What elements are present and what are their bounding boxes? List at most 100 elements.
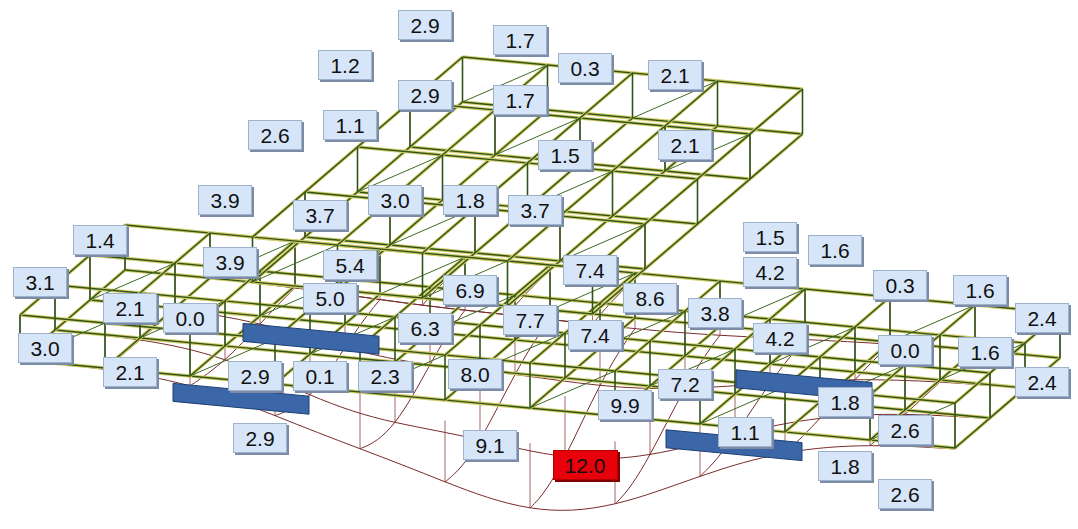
displacement-value: 2.1 xyxy=(115,298,144,319)
value-box: 0.3 xyxy=(873,270,927,300)
displacement-value: 1.1 xyxy=(730,422,759,443)
beam-line xyxy=(717,81,719,126)
value-box: 1.8 xyxy=(818,387,872,417)
value-box: 1.8 xyxy=(818,451,872,481)
beam-line xyxy=(174,263,176,308)
value-box: 2.1 xyxy=(648,60,702,90)
value-box: 2.3 xyxy=(358,361,412,391)
beam-line xyxy=(697,179,699,224)
deformed-line xyxy=(645,224,646,269)
value-box: 1.7 xyxy=(493,25,547,55)
beam-line xyxy=(802,89,804,134)
beam-line xyxy=(20,315,955,403)
value-box: 1.4 xyxy=(73,225,127,255)
frame-beams xyxy=(20,57,1060,448)
displacement-value: 0.1 xyxy=(305,366,334,387)
beam-line xyxy=(593,89,803,269)
value-box: 8.0 xyxy=(448,359,502,389)
displacement-value: 3.7 xyxy=(305,205,334,226)
displacement-value: 1.8 xyxy=(830,392,859,413)
value-box: 8.6 xyxy=(623,283,677,313)
displacement-value: 2.9 xyxy=(410,15,439,36)
value-box: 7.7 xyxy=(503,305,557,335)
value-box: 0.1 xyxy=(293,361,347,391)
value-box: 3.0 xyxy=(18,333,72,363)
deformed-line xyxy=(802,89,803,134)
value-box: 3.9 xyxy=(198,185,252,215)
displacement-value: 7.4 xyxy=(580,325,609,346)
displacement-value: 2.9 xyxy=(410,85,439,106)
value-box: 1.6 xyxy=(808,235,862,265)
displacement-value: 0.3 xyxy=(570,58,599,79)
value-box: 2.6 xyxy=(878,415,932,445)
deformed-line xyxy=(547,65,548,110)
displacement-value: 3.9 xyxy=(215,252,244,273)
displacement-value: 2.9 xyxy=(240,366,269,387)
beam-line xyxy=(749,134,751,179)
value-box: 4.2 xyxy=(753,323,807,353)
beam-line xyxy=(494,110,496,155)
beam-line xyxy=(224,301,226,346)
beam-line xyxy=(422,253,424,298)
supports xyxy=(173,323,872,460)
displacement-value: 1.4 xyxy=(85,230,114,251)
value-box: 2.9 xyxy=(398,10,452,40)
value-box: 4.2 xyxy=(743,257,797,287)
displacement-value: 1.2 xyxy=(330,55,359,76)
deformed-line xyxy=(565,396,566,457)
deformed-line xyxy=(360,392,361,448)
displacement-value: 3.9 xyxy=(210,190,239,211)
beam-line xyxy=(684,311,686,356)
value-box: 6.9 xyxy=(443,275,497,305)
displacement-value: 9.1 xyxy=(475,435,504,456)
deformed-line xyxy=(632,73,633,118)
displacement-value: 0.3 xyxy=(885,275,914,296)
beam-line xyxy=(508,126,718,306)
displacement-value: 2.4 xyxy=(1027,372,1056,393)
displacement-value: 12.0 xyxy=(565,455,606,476)
value-box: 5.4 xyxy=(323,250,377,280)
displacement-value: 1.7 xyxy=(505,30,534,51)
displacement-value: 4.2 xyxy=(755,262,784,283)
displacement-value: 7.2 xyxy=(670,374,699,395)
displacement-value: 2.6 xyxy=(890,484,919,505)
displacement-value: 2.1 xyxy=(115,362,144,383)
value-box: 1.6 xyxy=(958,337,1012,367)
displacement-value: 2.1 xyxy=(660,65,689,86)
displacement-value: 1.7 xyxy=(505,90,534,111)
beam-line xyxy=(423,73,633,253)
deformed-line xyxy=(697,179,698,224)
value-box: 2.9 xyxy=(233,423,287,453)
deformed-line xyxy=(253,102,463,283)
beam-line xyxy=(507,261,509,306)
displacement-value: 1.5 xyxy=(550,145,579,166)
beam-line xyxy=(529,363,531,408)
displacement-value: 1.8 xyxy=(455,190,484,211)
displacement-value: 2.6 xyxy=(260,125,289,146)
beam-line xyxy=(89,255,91,300)
beam-line xyxy=(423,73,633,253)
displacement-value: 6.9 xyxy=(455,280,484,301)
deformed-line xyxy=(495,110,496,155)
displacement-value: 5.4 xyxy=(335,255,364,276)
value-box: 0.0 xyxy=(163,303,217,333)
displacement-value: 9.9 xyxy=(610,395,639,416)
displacement-value: 2.6 xyxy=(890,420,919,441)
beam-line xyxy=(55,330,990,418)
beam-line xyxy=(954,403,956,448)
deformed-line xyxy=(717,81,718,126)
deformed-line xyxy=(90,255,91,300)
beam-line xyxy=(564,333,566,378)
value-box: 9.1 xyxy=(463,430,517,460)
displacement-value: 8.0 xyxy=(460,364,489,385)
value-box: 9.9 xyxy=(598,390,652,420)
displacement-value: 2.9 xyxy=(245,428,274,449)
value-box: 3.1 xyxy=(13,267,67,297)
displacement-value: 1.1 xyxy=(335,115,364,136)
value-box: 2.1 xyxy=(103,293,157,323)
displacement-value: 3.7 xyxy=(520,200,549,221)
deformed-line xyxy=(530,443,531,508)
value-box: 2.9 xyxy=(228,361,282,391)
beam-line xyxy=(444,355,446,400)
